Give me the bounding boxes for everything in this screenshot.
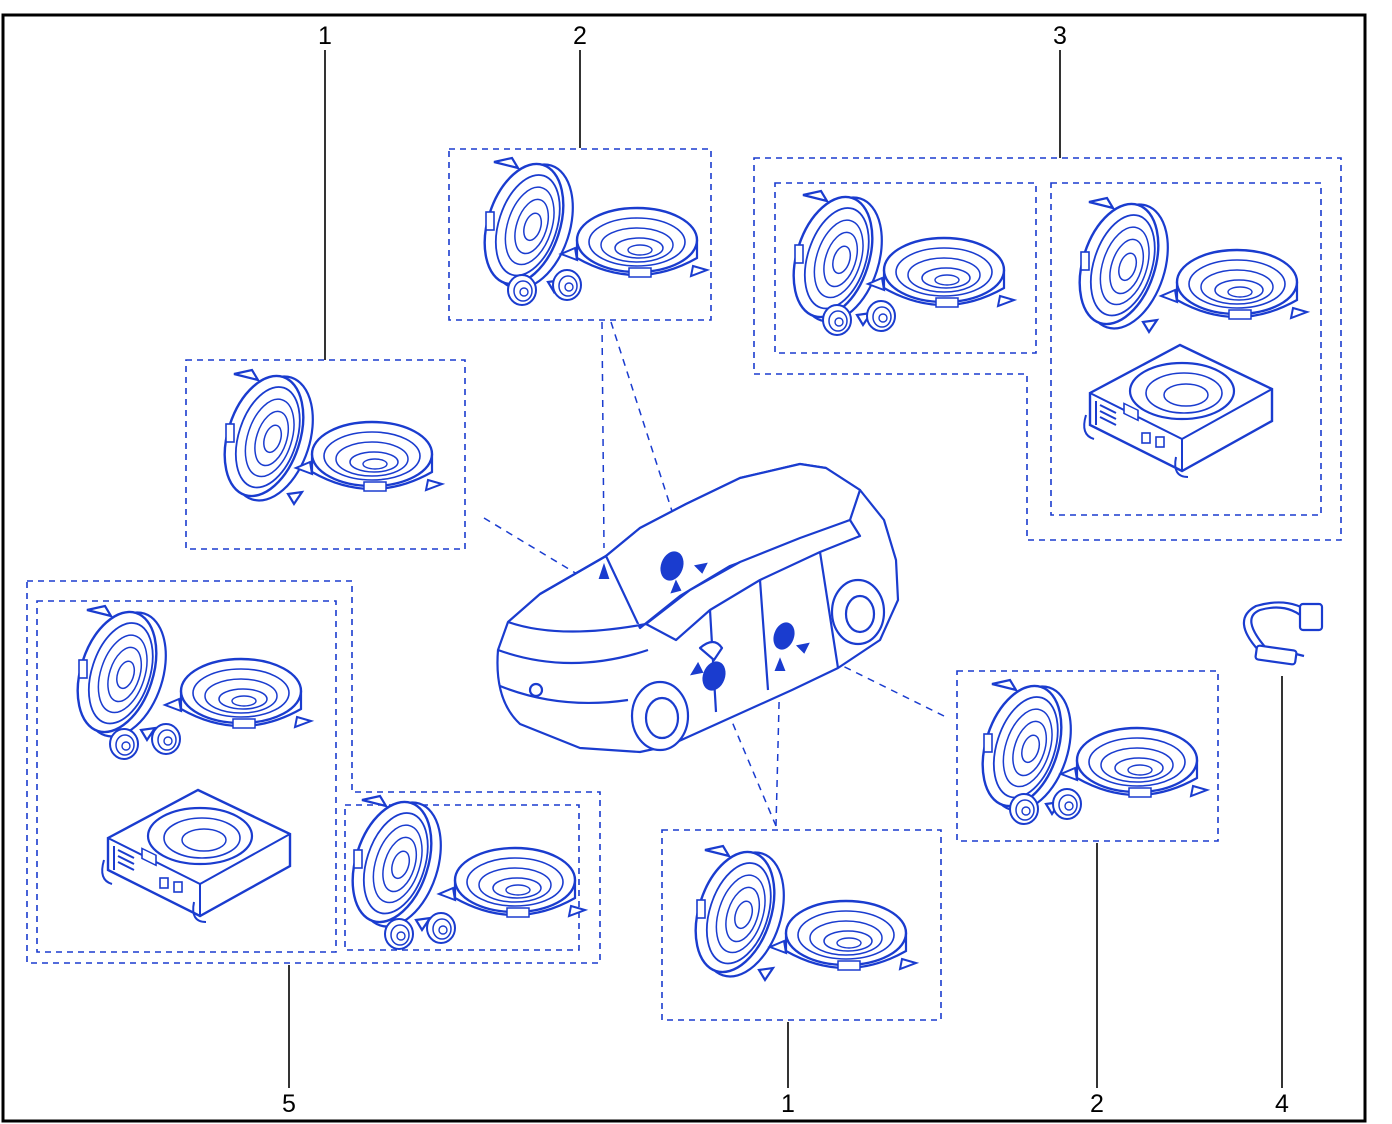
kit-1-top-speakers	[209, 364, 444, 513]
box-kit-3-inner-b	[1050, 182, 1322, 516]
box-kit-3-outer	[753, 157, 1342, 541]
box-kit-5-inner-b	[344, 804, 580, 951]
kit-2-right-speakers	[967, 674, 1209, 825]
kit-1-bottom-speakers	[680, 840, 918, 989]
kit-5-b-speakers	[337, 790, 587, 950]
box-kit-1-bottom	[661, 829, 942, 1021]
kit-2-top-speakers	[469, 152, 709, 306]
wiring-harness	[1242, 601, 1324, 666]
box-kit-3-inner-a	[774, 182, 1037, 354]
kit-5-a-speakers	[62, 600, 313, 924]
callout-number-2-top: 2	[573, 22, 587, 50]
box-kit-5-inner-a	[36, 600, 337, 953]
car-speaker-markers	[598, 551, 810, 691]
kit-3-b-speakers	[1064, 192, 1309, 479]
box-kit-1-top	[185, 359, 466, 550]
callout-number-4-bottom: 4	[1275, 1090, 1289, 1118]
leader-lines	[288, 50, 1283, 1088]
callout-number-1-bottom: 1	[781, 1090, 795, 1118]
box-kit-2-top	[448, 148, 712, 321]
box-kit-2-right	[956, 670, 1219, 842]
kit-3-a-speakers	[778, 185, 1016, 336]
kit-boxes	[26, 148, 1342, 1021]
car-illustration	[496, 462, 900, 754]
callout-number-2-bottom: 2	[1090, 1090, 1104, 1118]
callout-number-1-top: 1	[318, 22, 332, 50]
callout-number-5-bottom: 5	[282, 1090, 296, 1118]
callout-number-3-top: 3	[1053, 22, 1067, 50]
outer-frame	[1, 13, 1367, 1123]
box-kit-5-outer	[26, 580, 601, 964]
